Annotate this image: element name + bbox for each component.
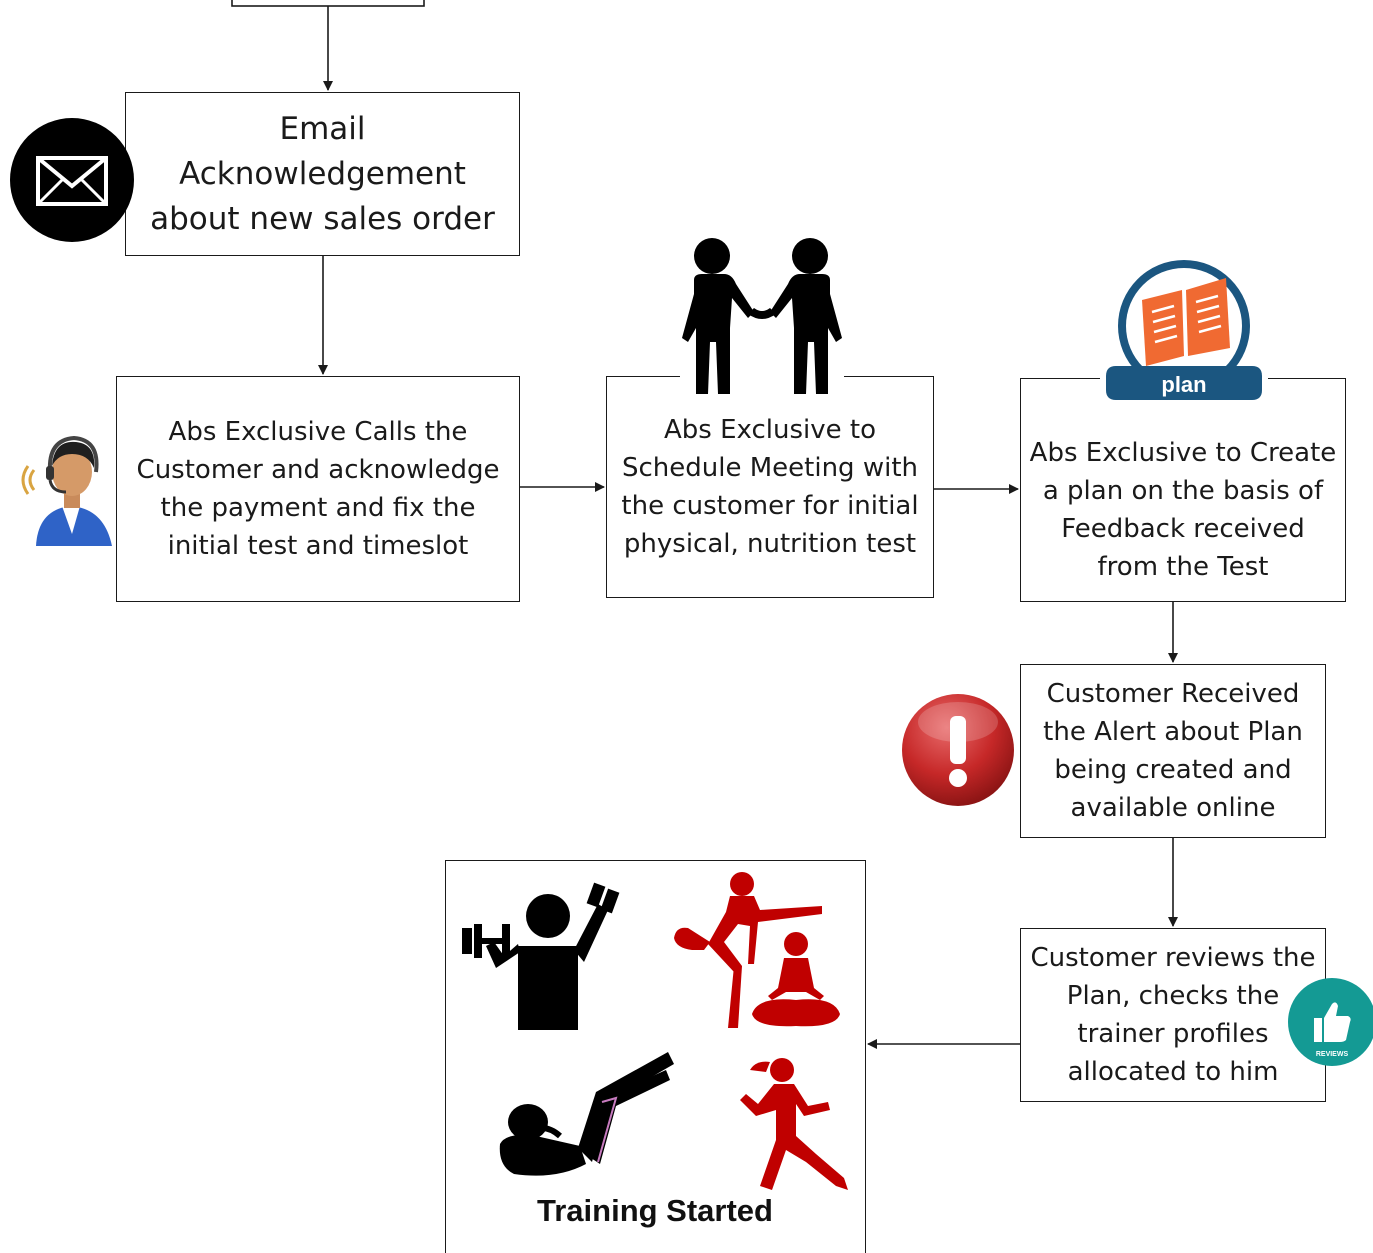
envelope-icon — [10, 118, 134, 242]
training-started-label: Training Started — [537, 1193, 773, 1228]
step-email-acknowledgement: Email Acknowledgement about new sales or… — [125, 92, 520, 256]
previous-step-box-partial — [231, 0, 425, 7]
thumbs-up-reviews-icon: REVIEWS — [1288, 978, 1373, 1066]
step-schedule-meeting: Abs Exclusive to Schedule Meeting with t… — [606, 376, 934, 598]
step-reviews-plan-text: Customer reviews the Plan, checks the tr… — [1030, 943, 1316, 1087]
step-schedule-meeting-text: Abs Exclusive to Schedule Meeting with t… — [621, 415, 919, 559]
running-woman-icon — [740, 1058, 848, 1190]
step-calls-customer: Abs Exclusive Calls the Customer and ack… — [116, 376, 520, 602]
step-reviews-plan: Customer reviews the Plan, checks the tr… — [1020, 928, 1326, 1102]
crunches-icon — [496, 1044, 678, 1188]
reviews-badge-label: REVIEWS — [1316, 1051, 1349, 1058]
step-alert-received: Customer Received the Alert about Plan b… — [1020, 664, 1326, 838]
dumbbell-lifter-icon — [462, 882, 620, 1030]
step-create-plan: Abs Exclusive to Create a plan on the ba… — [1020, 378, 1346, 602]
step-calls-customer-text: Abs Exclusive Calls the Customer and ack… — [136, 417, 500, 561]
plan-badge-label: plan — [1161, 372, 1206, 397]
alert-icon — [902, 694, 1014, 806]
meditating-woman-icon — [752, 932, 840, 1027]
plan-badge-icon: plan — [1100, 256, 1268, 408]
handshake-icon — [680, 232, 844, 396]
step-alert-received-text: Customer Received the Alert about Plan b… — [1043, 679, 1303, 823]
step-email-acknowledgement-text: Email Acknowledgement about new sales or… — [150, 110, 495, 237]
stretching-woman-icon — [674, 872, 822, 1028]
step-create-plan-text: Abs Exclusive to Create a plan on the ba… — [1029, 438, 1337, 582]
call-agent-icon — [21, 435, 112, 546]
